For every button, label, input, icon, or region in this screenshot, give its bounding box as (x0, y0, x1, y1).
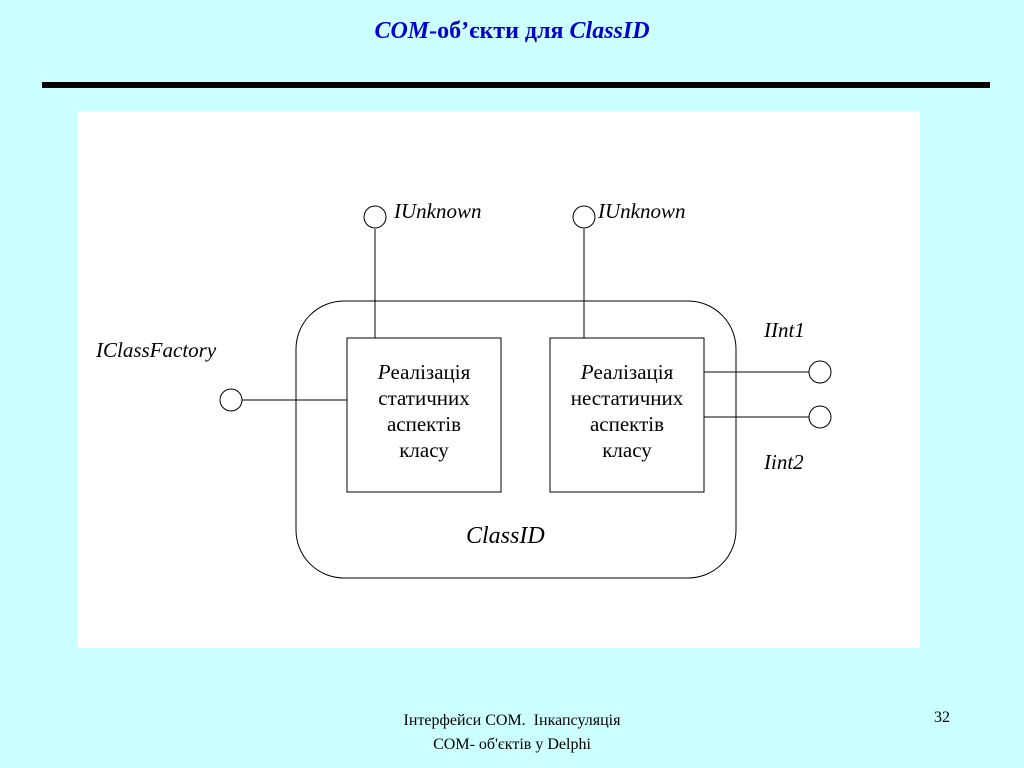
footer-line2: COM- об'єктів у Delphi (433, 736, 591, 753)
footer-line1: Інтерфейси COM. Інкапсуляція (403, 712, 621, 729)
slide-title: COM-об’єкти для ClassID (0, 18, 1024, 45)
diagram-graphics (219, 205, 832, 579)
nonstatic-aspects-text: Реалізація нестатичних аспектів класу (550, 359, 704, 463)
nonstatic-line3: аспектів (589, 412, 665, 436)
nonstatic-line2: нестатичних (570, 386, 684, 410)
iint1-label: IInt1 (764, 318, 805, 342)
iint2-lollipop (808, 405, 832, 429)
static-line2: статичних (378, 386, 470, 410)
nonstatic-aspects-box (549, 337, 705, 493)
static-line1: Реалізація (347, 359, 501, 385)
iunknown-static-lollipop (363, 205, 387, 229)
iclassfactory-label: IClassFactory (96, 338, 217, 362)
iunknown-static-label: IUnknown (394, 199, 482, 223)
title-middle: -об’єкти для (429, 18, 570, 44)
static-aspects-text: Реалізація статичних аспектів класу (347, 359, 501, 463)
title-divider (42, 82, 990, 88)
nonstatic-line4: класу (602, 438, 652, 462)
iint1-lollipop (808, 360, 832, 384)
classid-container-label: ClassID (466, 523, 545, 549)
diagram-panel: IUnknown IUnknown IClassFactory IInt1 Ii… (78, 111, 920, 648)
nonstatic-first-letter: Р (580, 360, 594, 384)
static-aspects-box (346, 337, 502, 493)
nonstatic-line1: Реалізація (550, 359, 704, 385)
title-classid: ClassID (569, 18, 650, 44)
title-com: COM (374, 18, 430, 44)
static-line1-rest: еалізація (390, 360, 471, 384)
iclassfactory-lollipop (219, 388, 243, 412)
iunknown-nonstatic-lollipop (572, 205, 596, 229)
static-first-letter: Р (377, 360, 391, 384)
iunknown-nonstatic-label: IUnknown (598, 199, 686, 223)
iint2-label: Iint2 (764, 450, 804, 474)
static-line3: аспектів (386, 412, 462, 436)
slide-footer: Інтерфейси COM. Інкапсуляція COM- об'єкт… (300, 709, 724, 757)
static-line4: класу (399, 438, 449, 462)
nonstatic-line1-rest: еалізація (593, 360, 674, 384)
page-number: 32 (934, 709, 950, 726)
classid-container (295, 300, 737, 579)
